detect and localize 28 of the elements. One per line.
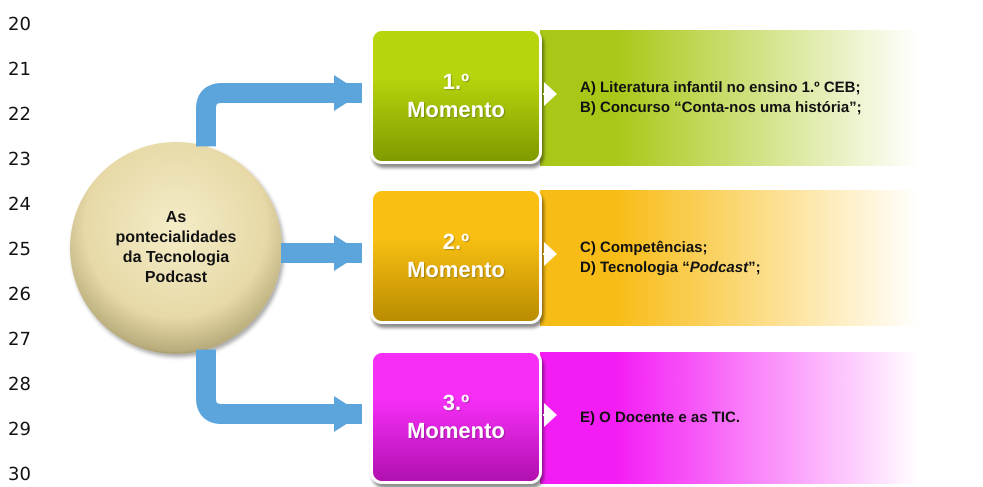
line-number: 20 [8, 14, 31, 35]
topic-item: D) Tecnologia “Podcast”; [580, 258, 762, 278]
topic-title: As pontecialidades da Tecnologia Podcast [114, 208, 238, 288]
stage-title: 3.º Momento [406, 389, 506, 445]
chevron-arrow [543, 403, 557, 427]
topic-item: E) O Docente e as TIC. [580, 408, 742, 428]
topic-item: C) Competências; [580, 238, 709, 258]
chevron-arrow [543, 82, 557, 106]
stage-title: 2.º Momento [406, 228, 506, 284]
topic-item: B) Concurso “Conta-nos uma história”; [580, 98, 863, 118]
stage-box [370, 350, 542, 484]
line-number: 27 [8, 329, 31, 350]
line-number: 30 [8, 464, 31, 485]
line-number: 23 [8, 149, 31, 170]
line-number: 26 [8, 284, 31, 305]
stage-box [370, 188, 542, 324]
line-number: 21 [8, 59, 31, 80]
line-number: 29 [8, 419, 31, 440]
line-number: 25 [8, 239, 31, 260]
arrow [196, 75, 362, 146]
stage-box [370, 28, 542, 164]
line-number: 28 [8, 374, 31, 395]
line-number: 22 [8, 104, 31, 125]
chevron-arrow [543, 242, 557, 266]
line-number: 24 [8, 194, 31, 215]
stage-title: 1.º Momento [406, 68, 506, 124]
topic-item: A) Literatura infantil no ensino 1.º CEB; [580, 78, 862, 98]
arrow [281, 235, 362, 271]
